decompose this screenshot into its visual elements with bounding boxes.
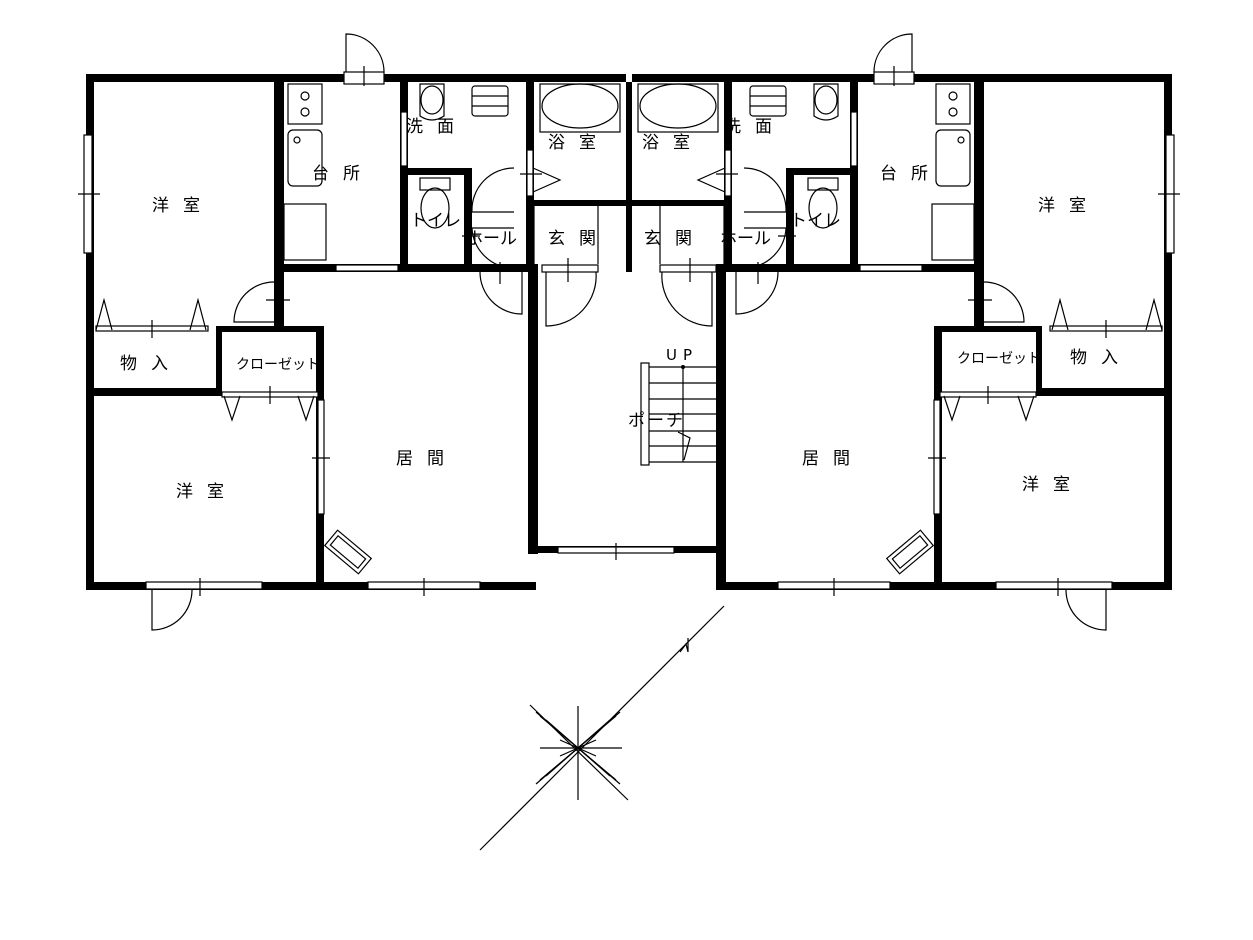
- room-label-living-left: 居間: [396, 449, 458, 469]
- room-label-entrance-right: 玄関: [644, 229, 706, 249]
- north-arrow-icon: [479, 605, 725, 851]
- stair-up-label: UP: [666, 346, 698, 364]
- left-unit-walls: [77, 33, 627, 631]
- room-label-porch: ポーチ: [628, 411, 685, 431]
- room-label-storage-left: 物入: [120, 354, 182, 374]
- right-unit-walls: [631, 33, 1181, 631]
- room-label-closet-left: クローゼット: [236, 357, 320, 373]
- room-label-closet-right: クローゼット: [957, 351, 1041, 367]
- room-label-kitchen-right: 台所: [880, 164, 942, 184]
- room-label-toilet-right: トイレ: [790, 211, 841, 231]
- room-label-toilet-left: トイレ: [410, 211, 461, 231]
- room-label-bath-left: 浴室: [548, 133, 610, 153]
- room-label-kitchen-left: 台所: [312, 164, 374, 184]
- stairs: [640, 362, 718, 466]
- room-label-bath-right: 浴室: [642, 133, 704, 153]
- room-label-washroom-left: 洗面: [406, 117, 468, 137]
- room-label-western-upper-right: 洋室: [1038, 196, 1100, 216]
- room-label-western-lower-right: 洋室: [1022, 475, 1084, 495]
- porch-structure: [528, 82, 726, 590]
- room-label-washroom-right: 洗面: [724, 117, 786, 137]
- room-label-western-lower-left: 洋室: [176, 482, 238, 502]
- room-label-storage-right: 物入: [1070, 348, 1132, 368]
- room-label-entrance-left: 玄関: [548, 229, 610, 249]
- room-label-living-right: 居間: [802, 449, 864, 469]
- room-label-western-upper-left: 洋室: [152, 196, 214, 216]
- room-label-hall-right: ホール: [720, 229, 771, 249]
- room-label-hall-left: ホール: [466, 229, 517, 249]
